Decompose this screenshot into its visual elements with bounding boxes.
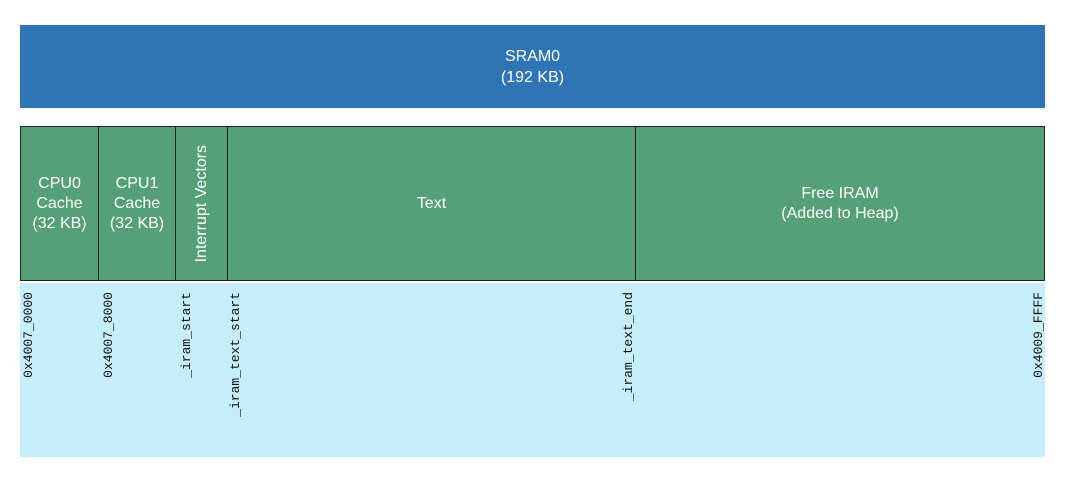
address-label: _iram_text_start	[228, 292, 243, 417]
segment-label: Cache	[36, 194, 83, 212]
address-label: 0x4007_8000	[101, 292, 116, 378]
segment-label: Interrupt Vectors	[192, 144, 210, 263]
segment-size: (32 KB)	[32, 214, 87, 232]
address-label: _iram_text_end	[621, 292, 636, 402]
sram0-title: SRAM0	[504, 47, 561, 65]
segment-label: (Added to Heap)	[781, 204, 899, 222]
address-label: _iram_start	[179, 292, 194, 378]
segment-text: Text	[228, 127, 636, 280]
segment-cpu0-cache: CPU0 Cache (32 KB)	[21, 127, 99, 280]
segment-label: CPU0	[38, 174, 81, 192]
segment-size: (32 KB)	[109, 214, 165, 232]
address-label: 0x4007_0000	[21, 292, 36, 378]
address-label: 0x4009_FFFF	[1031, 292, 1046, 378]
segment-label: CPU1	[115, 174, 159, 192]
sram0-block: SRAM0 (192 KB)	[20, 25, 1045, 108]
segment-label: Cache	[113, 194, 161, 212]
segment-cpu1-cache: CPU1 Cache (32 KB)	[99, 127, 176, 280]
segment-interrupt-vectors: Interrupt Vectors	[176, 127, 228, 280]
segment-label: Text	[416, 194, 447, 212]
address-band: 0x4007_0000 0x4007_8000 _iram_start _ira…	[20, 283, 1046, 457]
iram-layout: CPU0 Cache (32 KB) CPU1 Cache (32 KB) In…	[20, 126, 1045, 281]
segment-label: Free IRAM	[801, 184, 879, 202]
segment-free-iram: Free IRAM (Added to Heap)	[636, 127, 1044, 280]
sram0-size: (192 KB)	[500, 68, 565, 86]
